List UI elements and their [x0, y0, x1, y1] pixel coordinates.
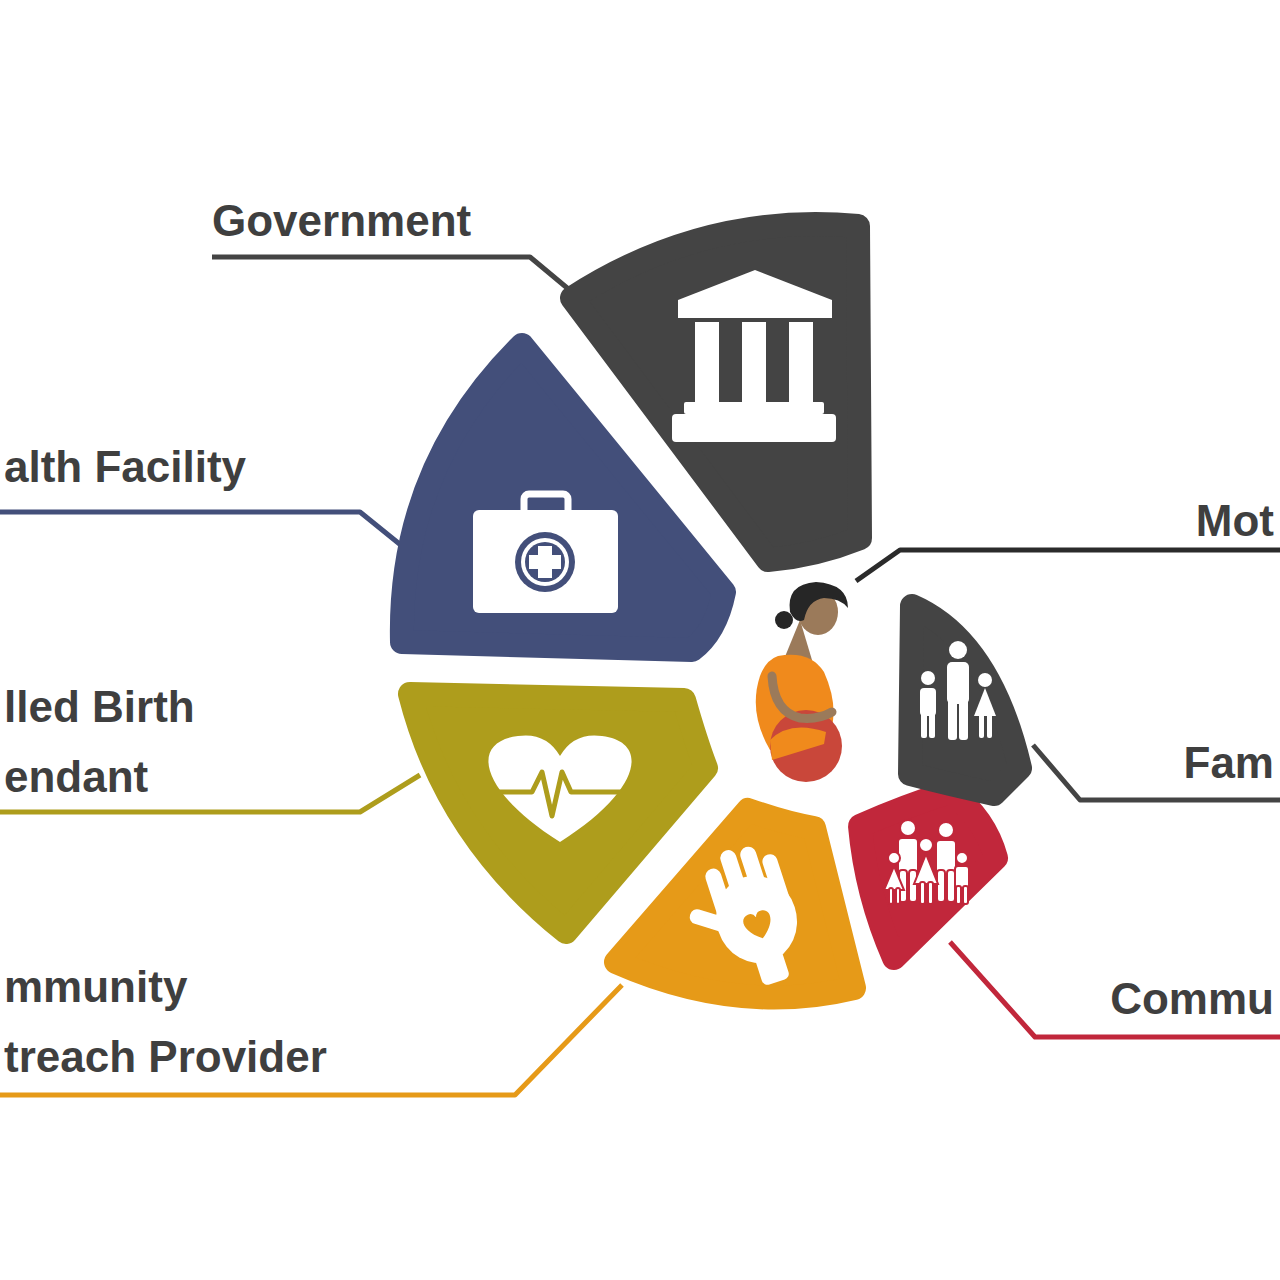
segment-label: mmunity treach Provider — [4, 952, 329, 1092]
leader-line — [950, 942, 1280, 1037]
segment-label: lled Birth endant — [4, 672, 233, 812]
segment-label: Government — [212, 186, 471, 256]
segment-label: alth Facility — [4, 432, 246, 502]
leader-line — [212, 257, 572, 292]
family-segment — [910, 606, 1020, 794]
government-icon — [672, 270, 836, 442]
helping-hand-icon — [671, 836, 815, 1003]
segment-label: Fam — [1184, 728, 1274, 798]
segment-label: Mot — [1196, 486, 1274, 556]
outreach-segment — [616, 810, 854, 998]
family-icon — [920, 641, 996, 740]
leader-line — [856, 550, 1280, 581]
leader-line — [0, 512, 402, 546]
community-icon — [884, 820, 969, 904]
health-facility-segment — [402, 345, 724, 650]
heartbeat-icon — [488, 735, 631, 842]
pregnant-mother-figure — [756, 582, 848, 782]
segment-label: Commu — [1110, 964, 1274, 1034]
community-segment — [860, 792, 996, 958]
first-aid-kit-icon — [473, 494, 618, 613]
